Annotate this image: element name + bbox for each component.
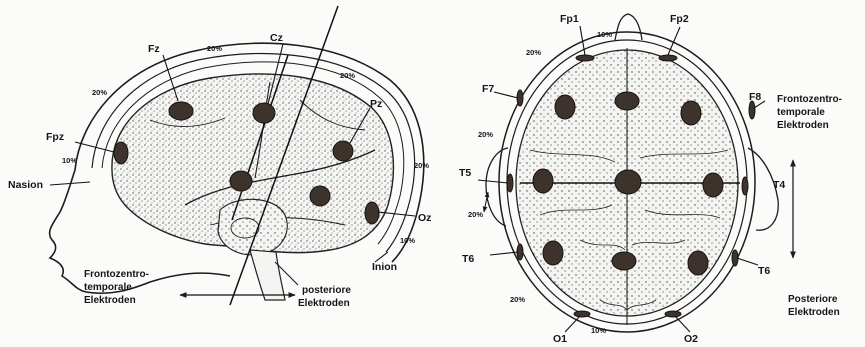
electrode-fp2-top (659, 55, 677, 61)
svg-text:posteriore: posteriore (302, 285, 351, 296)
label-o2: O2 (684, 333, 698, 345)
pct-cz-pz: 20% (340, 71, 355, 80)
label-inion: Inion (372, 261, 397, 273)
electrode-fz-top (615, 92, 639, 110)
label-fpz: Fpz (46, 131, 64, 143)
label-cz: Cz (270, 32, 283, 44)
label-t6-right: T6 (758, 265, 770, 277)
caption-frontal-top: Frontozentro- temporale Elektroden (777, 94, 842, 131)
electrode-c4 (703, 173, 723, 197)
nose-outline (615, 14, 642, 40)
pct-t5-o1: 20% (510, 295, 525, 304)
electrode-f4 (681, 101, 701, 125)
electrode-cz-top (615, 170, 641, 194)
svg-text:temporale: temporale (84, 282, 132, 293)
electrode-pz-top (612, 252, 636, 270)
electrode-o1-edge (574, 311, 590, 317)
brainstem (250, 250, 285, 300)
electrode-pz (333, 141, 353, 161)
pct-f7-t3: 20% (478, 130, 493, 139)
electrode-p3 (543, 241, 563, 265)
caption-frontal-lateral: Frontozentro- temporale Elektroden (84, 269, 149, 306)
label-t5: T5 (459, 167, 471, 179)
cerebellum (218, 199, 287, 255)
top-view: Fp1 Fp2 F7 F8 T5 T4 T6 T6 O1 O2 10% 20% … (459, 13, 842, 345)
svg-text:Frontozentro-: Frontozentro- (777, 94, 842, 105)
leader-f7 (494, 92, 518, 98)
pct-fp1-fp2: 10% (597, 30, 612, 39)
svg-text:Frontozentro-: Frontozentro- (84, 269, 149, 280)
pct-oz-low: 10% (400, 236, 415, 245)
label-f8: F8 (749, 91, 761, 103)
svg-text:temporale: temporale (777, 107, 825, 118)
pct-fpz-low: 10% (62, 156, 77, 165)
electrode-o2-edge (665, 311, 681, 317)
label-o1: O1 (553, 333, 567, 345)
label-oz: Oz (418, 212, 431, 224)
electrode-cz (253, 103, 275, 123)
svg-text:Posteriore: Posteriore (788, 294, 838, 305)
caption-posterior-lateral: posteriore Elektroden (298, 285, 351, 309)
electrode-c3 (533, 169, 553, 193)
leader-o2 (675, 316, 690, 332)
lateral-view: Fz Cz Pz Fpz Oz Nasion Inion 20% 20% 20%… (8, 6, 431, 309)
label-fz: Fz (148, 43, 160, 55)
label-fp2: Fp2 (670, 13, 689, 25)
label-f7: F7 (482, 83, 494, 95)
pct-pz-oz: 20% (414, 161, 429, 170)
electrode-fp1-top (576, 55, 594, 61)
electrode-f8-edge (749, 101, 755, 119)
pct-fpz-fz: 20% (92, 88, 107, 97)
svg-text:Elektroden: Elektroden (777, 120, 829, 131)
electrode-fpz (114, 142, 128, 164)
electrode-oz (365, 202, 379, 224)
electrode-fz (169, 102, 193, 120)
electrode-p4 (688, 251, 708, 275)
label-fp1: Fp1 (560, 13, 579, 25)
label-t6-left: T6 (462, 253, 474, 265)
electrode-f3 (555, 95, 575, 119)
left-ear (486, 148, 508, 226)
svg-text:Elektroden: Elektroden (788, 307, 840, 318)
pct-fz-cz: 20% (207, 44, 222, 53)
pct-t3-t5: 20% (468, 210, 483, 219)
caption-posterior-top: Posteriore Elektroden (788, 294, 840, 318)
label-t4: T4 (773, 179, 785, 191)
label-pz: Pz (370, 98, 382, 110)
electrode-t-left (230, 171, 252, 191)
svg-text:Elektroden: Elektroden (84, 295, 136, 306)
label-nasion: Nasion (8, 179, 43, 191)
pct-fp1-f7: 20% (526, 48, 541, 57)
svg-text:Elektroden: Elektroden (298, 298, 350, 309)
leader-t6-right (737, 258, 758, 265)
electrode-p-left (310, 186, 330, 206)
electrode-t4-edge (742, 177, 748, 195)
pct-o1-o2: 10% (591, 326, 606, 335)
leader-t5 (478, 180, 508, 183)
